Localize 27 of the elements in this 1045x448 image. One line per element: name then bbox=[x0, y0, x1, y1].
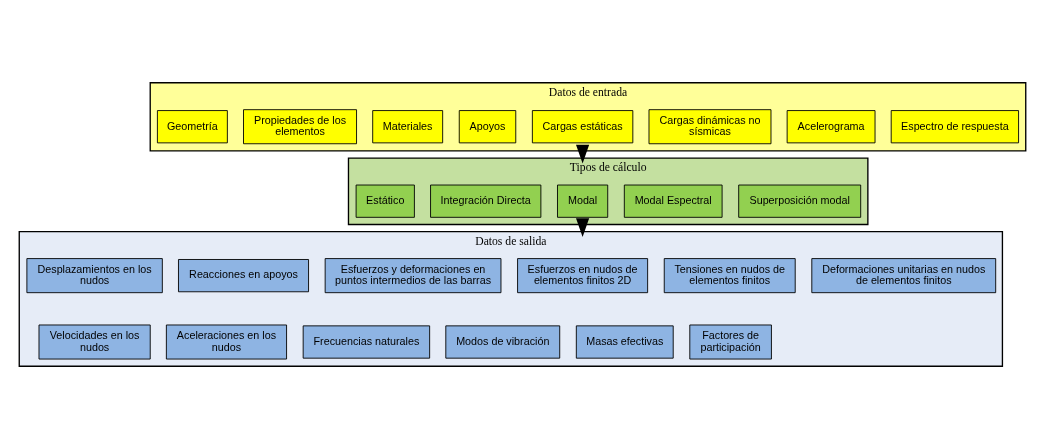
node-box: Aceleraciones en los nudos bbox=[165, 324, 287, 359]
node-box: Materiales bbox=[372, 109, 444, 143]
node-box: Propiedades de los elementos bbox=[243, 108, 357, 144]
node-box: Estático bbox=[355, 184, 415, 218]
node-box: Superposición modal bbox=[738, 184, 862, 218]
node-box: Modal Espectral bbox=[623, 184, 723, 218]
node-box: Modos de vibración bbox=[445, 324, 561, 359]
node-box: Reacciones en apoyos bbox=[178, 258, 309, 292]
node-box: Factores de participación bbox=[689, 324, 772, 359]
node-box: Apoyos bbox=[458, 109, 517, 143]
arrow bbox=[576, 217, 590, 237]
node-box: Cargas estáticas bbox=[531, 109, 634, 143]
node-box: Geometría bbox=[156, 109, 228, 143]
node-box: Esfuerzos en nudos de elementos finitos 2D bbox=[517, 257, 649, 293]
node-box: Desplazamientos en los nudos bbox=[26, 257, 163, 293]
arrow bbox=[576, 144, 590, 164]
node-box: Cargas dinámicas no sísmicas bbox=[648, 108, 772, 144]
node-box: Frecuencias naturales bbox=[302, 324, 431, 359]
node-box: Esfuerzos y deformaciones en puntos intermedios de las barras bbox=[324, 257, 502, 293]
node-box: Deformaciones unitarias en nudos de elementos finitos bbox=[811, 257, 997, 293]
node-box: Masas efectivas bbox=[575, 324, 674, 359]
node-box: Integración Directa bbox=[430, 184, 542, 218]
node-box: Modal bbox=[557, 184, 609, 218]
node-box: Velocidades en los nudos bbox=[38, 324, 151, 359]
node-box: Tensiones en nudos de elementos finitos bbox=[663, 257, 796, 293]
node-box: Espectro de respuesta bbox=[890, 109, 1020, 143]
node-box: Acelerograma bbox=[786, 109, 876, 143]
